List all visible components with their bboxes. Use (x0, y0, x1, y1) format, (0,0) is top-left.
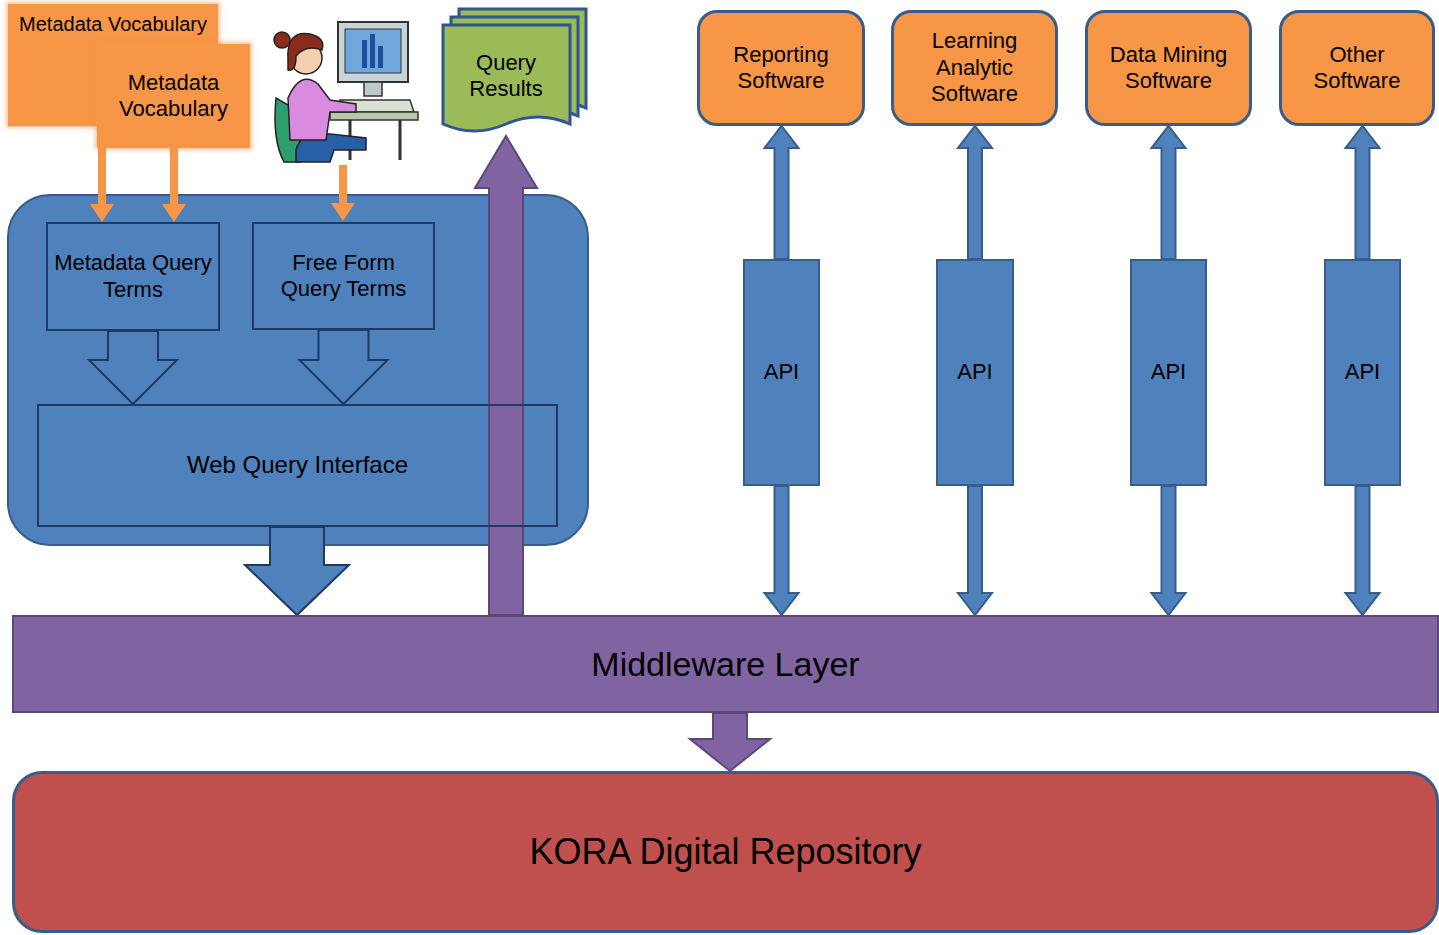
api-box: API (743, 259, 820, 486)
flow-arrow (1346, 126, 1380, 259)
software-box: Reporting Software (697, 10, 865, 126)
node-label: Other Software (1288, 42, 1426, 95)
user-illustration (274, 22, 418, 162)
flow-arrow (765, 486, 799, 615)
results-document: Query Results (442, 8, 588, 136)
document-page (443, 25, 570, 131)
flow-arrow (765, 126, 799, 259)
flow-arrow (89, 331, 177, 404)
node-label: API (957, 359, 992, 385)
query-terms-box: Metadata Query Terms (46, 222, 220, 331)
node-label: API (1151, 359, 1186, 385)
software-box: Other Software (1279, 10, 1435, 126)
node-label: KORA Digital Repository (529, 830, 921, 873)
flow-arrow (475, 136, 537, 615)
api-box: API (1324, 259, 1401, 486)
node-label: Middleware Layer (591, 644, 859, 685)
node-label: Free Form Query Terms (260, 250, 427, 303)
flow-arrow (162, 148, 186, 222)
query-terms-box: Free Form Query Terms (252, 222, 435, 330)
flow-arrow (1152, 126, 1186, 259)
api-box: API (936, 259, 1014, 486)
interface-box: Web Query Interface (37, 404, 558, 527)
node-label: Metadata Vocabulary (103, 70, 244, 123)
node-label: API (1345, 359, 1380, 385)
api-box: API (1130, 259, 1207, 486)
node-label: Metadata Vocabulary (19, 12, 207, 36)
node-label: Data Mining Software (1094, 42, 1243, 95)
middleware-band: Middleware Layer (12, 615, 1439, 713)
flow-arrow (300, 330, 388, 404)
flow-arrow (1152, 486, 1186, 615)
user-input-arrow (331, 165, 355, 221)
software-box: Data Mining Software (1085, 10, 1252, 126)
repository-band: KORA Digital Repository (12, 771, 1439, 933)
flow-arrow (1346, 486, 1380, 615)
node-label: Learning Analytic Software (900, 28, 1049, 107)
node-label: Web Query Interface (187, 451, 408, 480)
node-label: API (764, 359, 799, 385)
software-box: Learning Analytic Software (891, 10, 1058, 126)
flow-arrow (958, 126, 992, 259)
vocabulary-box: Metadata Vocabulary (97, 44, 250, 148)
node-label: Metadata Query Terms (54, 250, 212, 303)
node-label: Query Results (446, 50, 566, 103)
flow-arrow (958, 486, 992, 615)
node-label: Reporting Software (706, 42, 856, 95)
flow-arrow (690, 713, 770, 771)
flow-arrow (245, 527, 349, 615)
